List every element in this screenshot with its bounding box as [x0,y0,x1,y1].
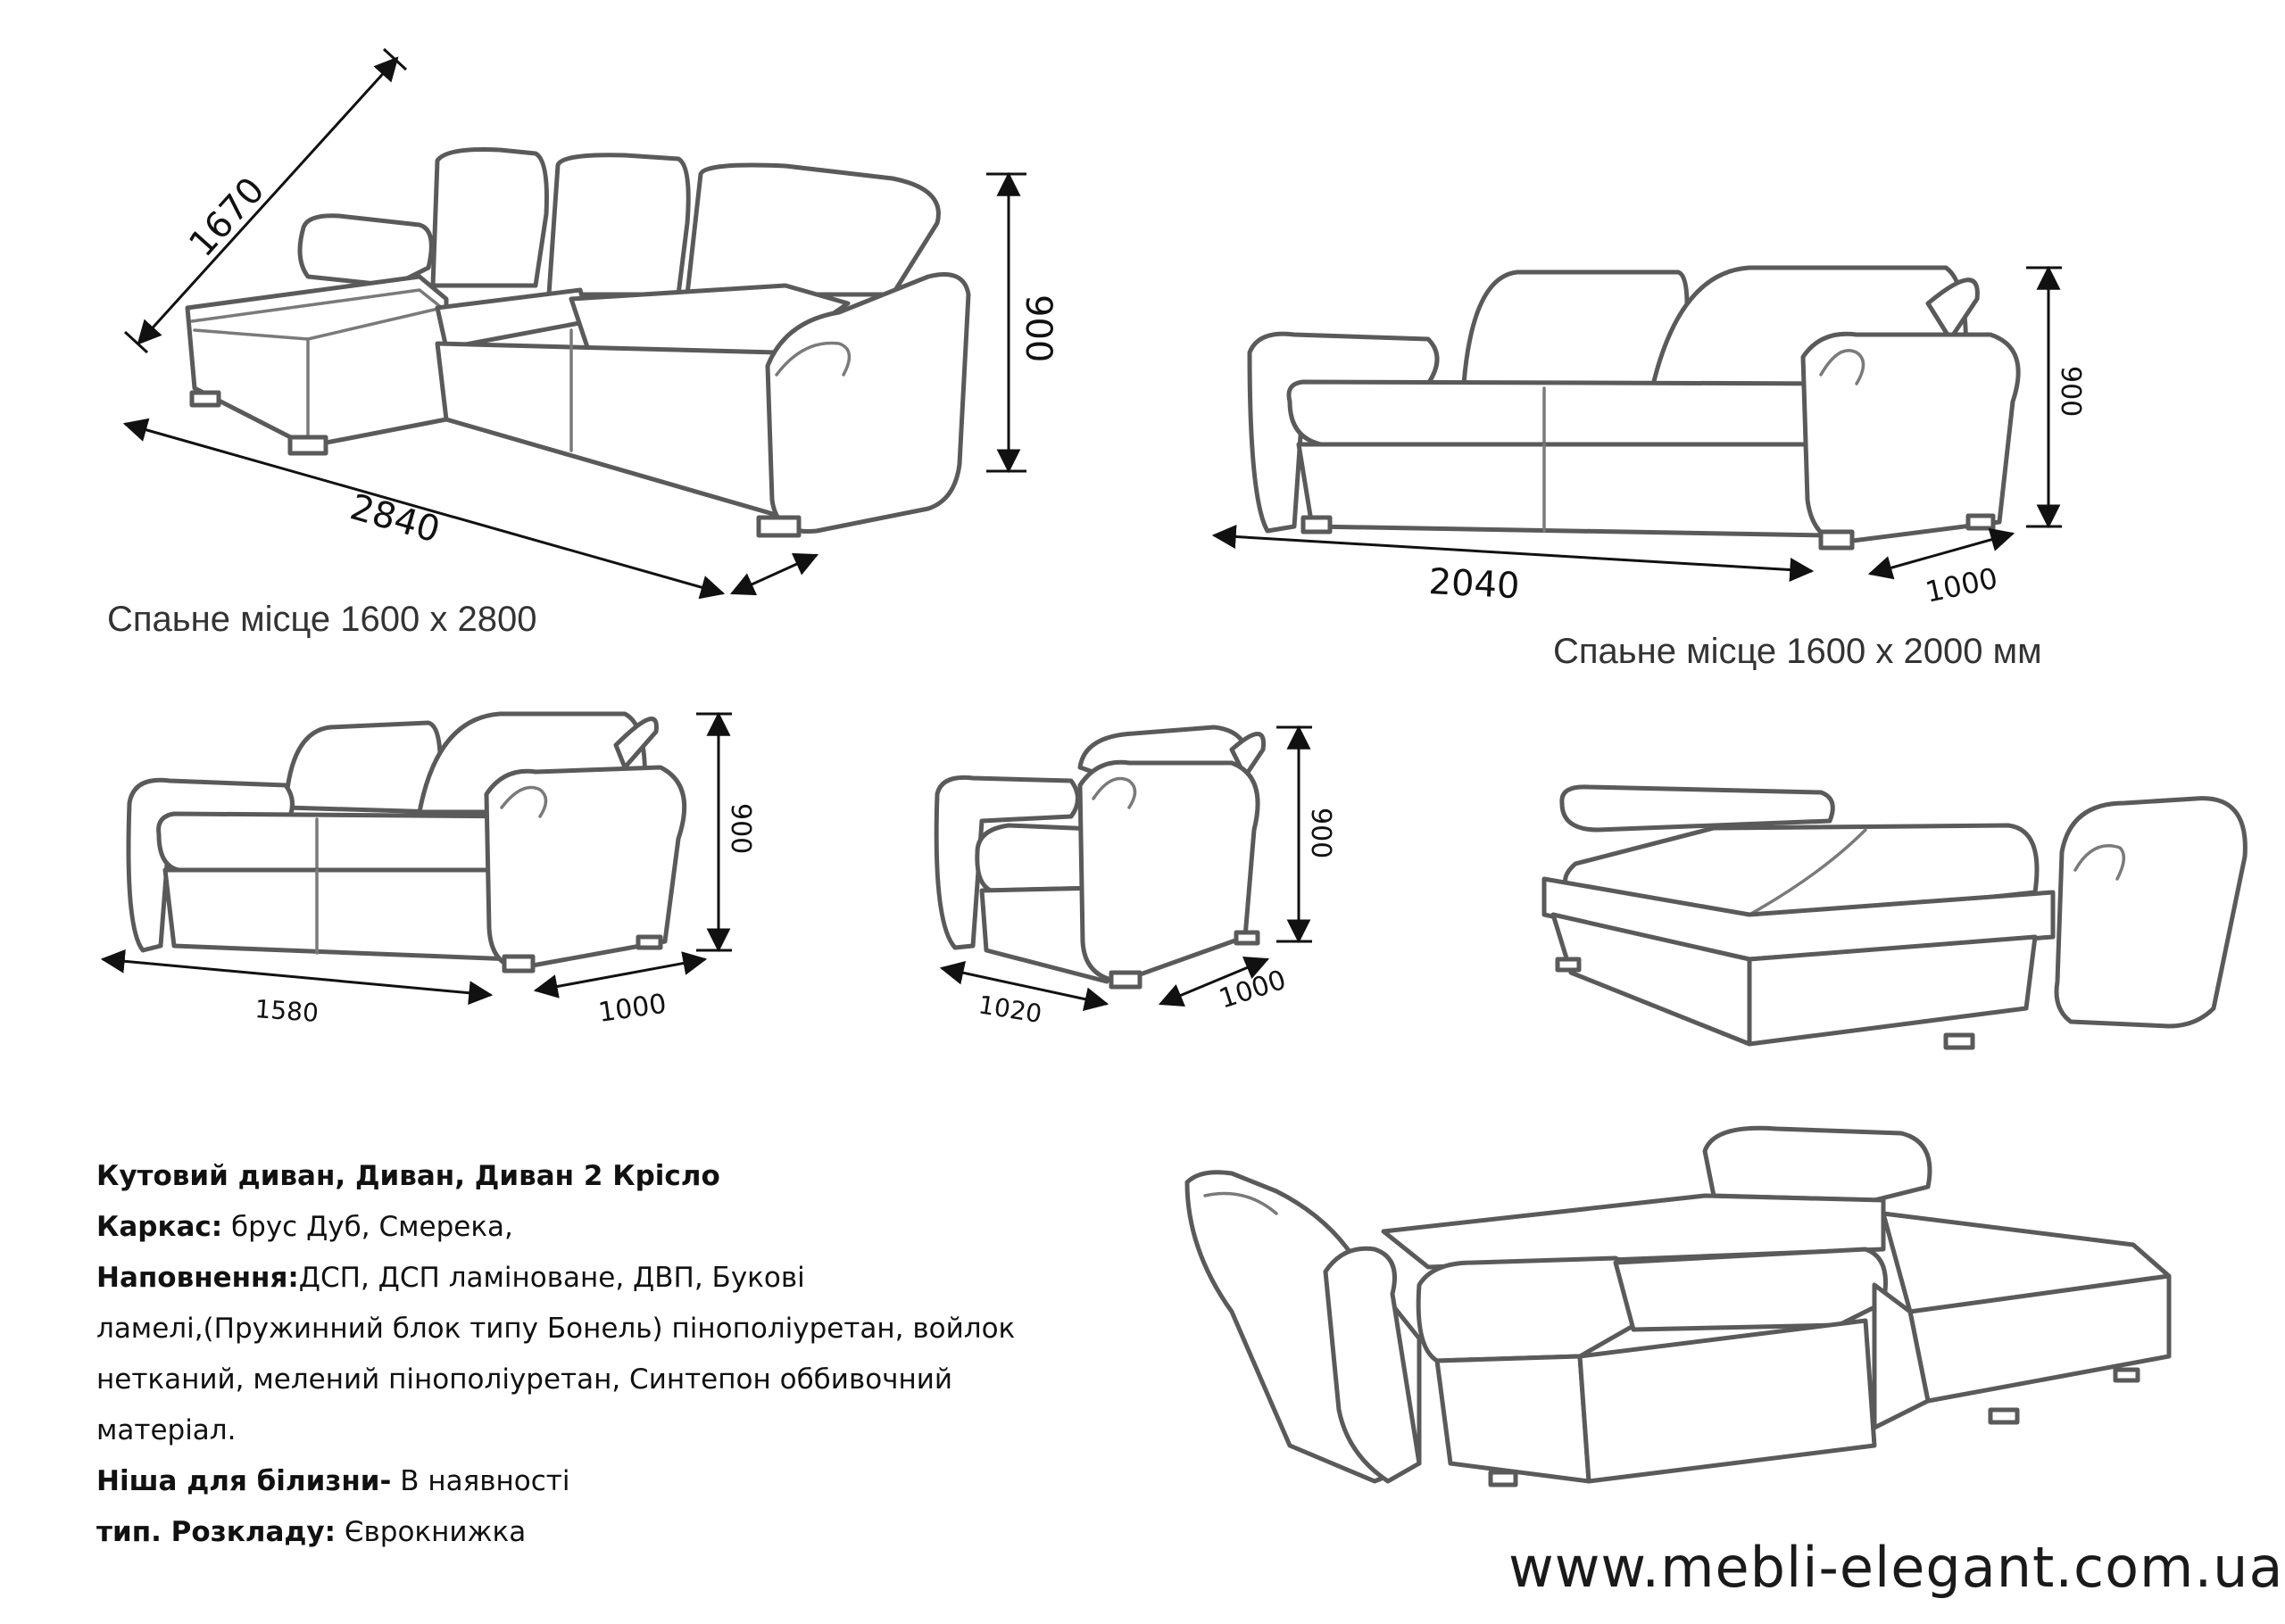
small-sofa-width-label: 1580 [254,994,320,1028]
spec-niche: Ніша для білизни- В наявності [96,1465,570,1497]
sofa-height-label: 900 [2055,366,2086,417]
spec-filling-line-3: нетканий, мелений пінополіуретан, Синтеп… [96,1363,953,1396]
spec-title: Кутовий диван, Диван, Диван 2 Крісло [96,1160,720,1192]
sofa-width-label: 2040 [1427,561,1520,607]
armchair-drawing [934,725,1267,990]
small-sofa-dimensions: 1580 1000 900 [100,711,756,1029]
unfolded-corner-sofa-drawing [1184,1125,2172,1487]
spec-filling: Наповнення:ДСП, ДСП ламіноване, ДВП, Бук… [96,1262,805,1294]
armchair-width-label: 1020 [976,990,1044,1029]
spec-filling-line-2: ламелі,(Пружинний блок типу Бонель) піно… [96,1313,1016,1345]
corner-sofa-sleeping-caption: Спаьне місце 1600 х 2800 [107,600,537,639]
small-sofa-depth-label: 1000 [596,989,668,1029]
website-link[interactable]: www.mebli-elegant.com.ua [1508,1535,2284,1600]
corner-depth-label: 1670 [181,170,272,264]
armchair-height-label: 900 [1305,808,1336,858]
spec-frame: Каркас: брус Дуб, Смерека, [96,1211,513,1243]
small-sofa-height-label: 900 [725,803,756,854]
corner-sofa-drawing [185,147,971,538]
armchair-depth-label: 1000 [1216,965,1290,1015]
specifications-block: Кутовий диван, Диван, Диван 2 Крісло Кар… [96,1151,1212,1558]
corner-width-label: 2840 [345,486,445,551]
sofa-drawing [1247,265,2021,551]
spec-mechanism: тип. Розкладу: Єврокнижка [96,1516,527,1548]
unfolded-sofa-drawing [1541,784,2248,1050]
small-sofa-drawing [126,711,687,974]
sofa-sleeping-caption: Спаьне місце 1600 х 2000 мм [1553,632,2042,671]
sofa-depth-label: 1000 [1923,561,2001,609]
corner-height-label: 900 [1018,294,1059,362]
sofa-dimensions: 2040 1000 900 [1211,265,2086,609]
spec-filling-line-4: матеріал. [96,1414,237,1446]
